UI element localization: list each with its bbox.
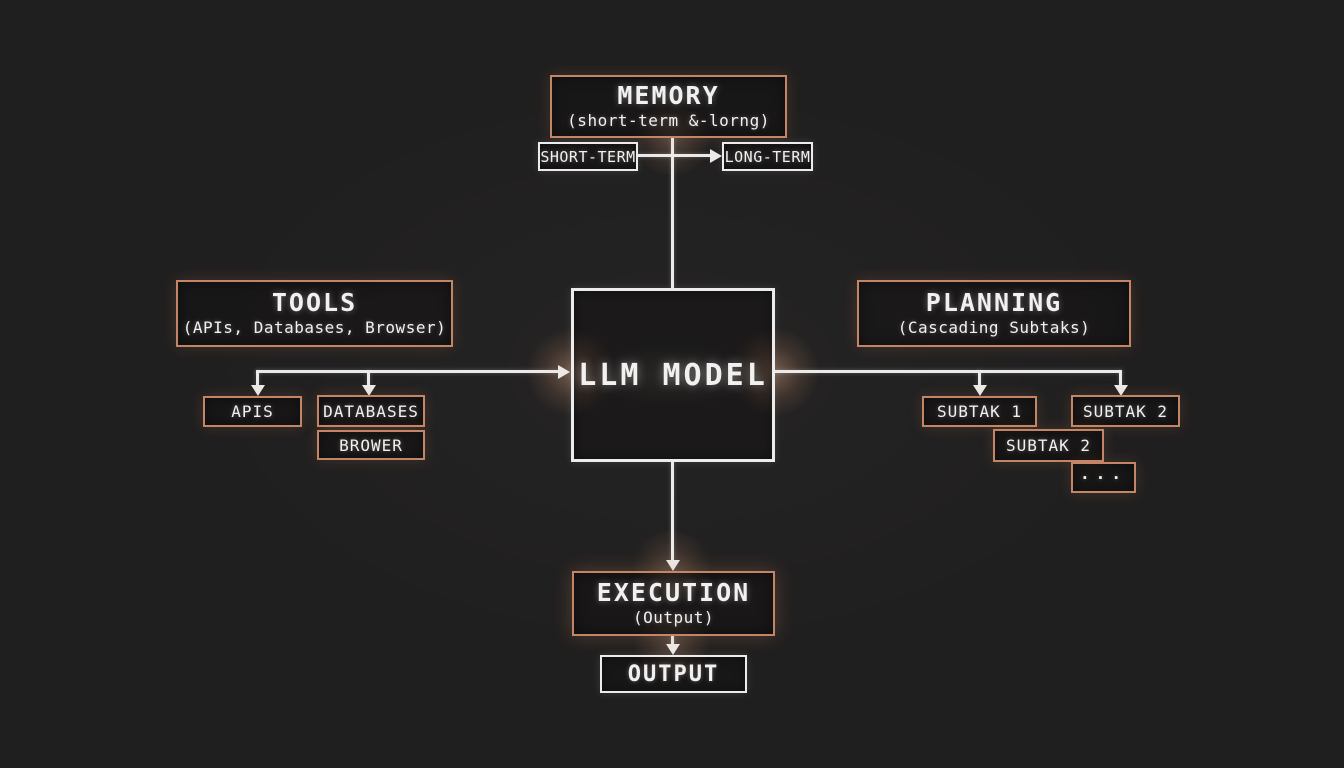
databases-node: DATABASES — [317, 395, 425, 427]
apis-label: APIS — [231, 402, 274, 421]
connector-drop-subtak2 — [1119, 370, 1122, 386]
subtak-2-node: SUBTAK 2 — [1071, 395, 1180, 427]
execution-subtitle: (Output) — [632, 607, 715, 627]
memory-node: MEMORY (short-term &-lorng) — [550, 75, 787, 138]
arrowhead-into-longterm — [710, 149, 722, 163]
subtak-2b-node: SUBTAK 2 — [993, 429, 1104, 462]
long-term-node: LONG-TERM — [722, 142, 813, 171]
subtak-2-label: SUBTAK 2 — [1082, 401, 1169, 421]
tools-subtitle: (APIs, Databases, Browser) — [182, 317, 447, 337]
arrowhead-into-output — [666, 644, 680, 655]
output-node: OUTPUT — [600, 655, 747, 693]
short-term-label: SHORT-TERM — [540, 147, 636, 166]
planning-node: PLANNING (Cascading Subtaks) — [857, 280, 1131, 347]
execution-title: EXECUTION — [596, 578, 751, 608]
subtak-1-node: SUBTAK 1 — [922, 396, 1037, 427]
execution-node: EXECUTION (Output) — [572, 571, 775, 636]
llm-model-node: LLM MODEL — [571, 288, 775, 462]
arrowhead-into-execution — [666, 560, 680, 571]
output-label: OUTPUT — [627, 661, 720, 687]
connector-execution-output — [671, 636, 674, 646]
planning-subtitle: (Cascading Subtaks) — [897, 317, 1091, 337]
apis-node: APIS — [203, 396, 302, 427]
long-term-label: LONG-TERM — [724, 147, 811, 166]
ellipsis-label: ... — [1080, 464, 1127, 483]
planning-title: PLANNING — [925, 288, 1063, 318]
arrowhead-into-databases — [362, 385, 376, 396]
connector-drop-apis — [256, 370, 259, 386]
tools-node: TOOLS (APIs, Databases, Browser) — [176, 280, 453, 347]
arrowhead-into-subtak1 — [973, 385, 987, 396]
arrowhead-into-subtak2 — [1114, 385, 1128, 396]
subtak-2b-label: SUBTAK 2 — [1005, 436, 1092, 455]
connector-tools-llm — [256, 370, 559, 373]
llm-model-label: LLM MODEL — [578, 357, 768, 393]
short-term-node: SHORT-TERM — [538, 142, 638, 171]
connector-drop-databases — [367, 370, 370, 386]
connector-drop-subtak1 — [978, 370, 981, 386]
subtak-1-label: SUBTAK 1 — [936, 402, 1023, 421]
connector-memory-llm — [671, 138, 674, 288]
ellipsis-node: ... — [1071, 462, 1136, 493]
tools-title: TOOLS — [271, 288, 358, 318]
brower-node: BROWER — [317, 430, 425, 460]
connector-llm-execution — [671, 462, 674, 562]
connector-shortterm-longterm — [638, 154, 714, 157]
memory-title: MEMORY — [617, 81, 720, 111]
memory-subtitle: (short-term &-lorng) — [567, 110, 770, 130]
connector-llm-planning — [775, 370, 1122, 373]
arrowhead-into-apis — [251, 385, 265, 396]
brower-label: BROWER — [339, 435, 403, 455]
databases-label: DATABASES — [323, 401, 419, 421]
arrowhead-into-llm — [558, 365, 570, 379]
